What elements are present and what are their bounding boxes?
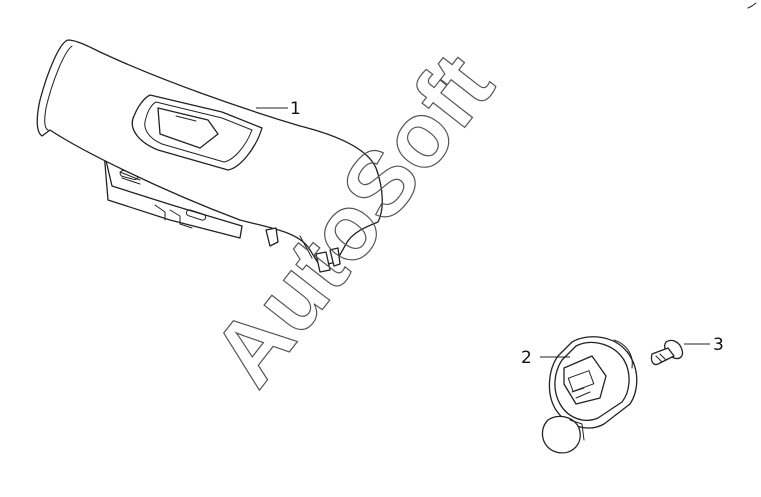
mirror-switch-icon bbox=[541, 336, 638, 454]
corner-mark-icon bbox=[747, 2, 757, 9]
screw-icon bbox=[650, 339, 684, 366]
callout-label-2: 2 bbox=[521, 348, 532, 368]
callout-label-3: 3 bbox=[713, 335, 724, 355]
window-switch-bezel-icon bbox=[36, 39, 383, 273]
callout-label-1: 1 bbox=[290, 99, 301, 119]
